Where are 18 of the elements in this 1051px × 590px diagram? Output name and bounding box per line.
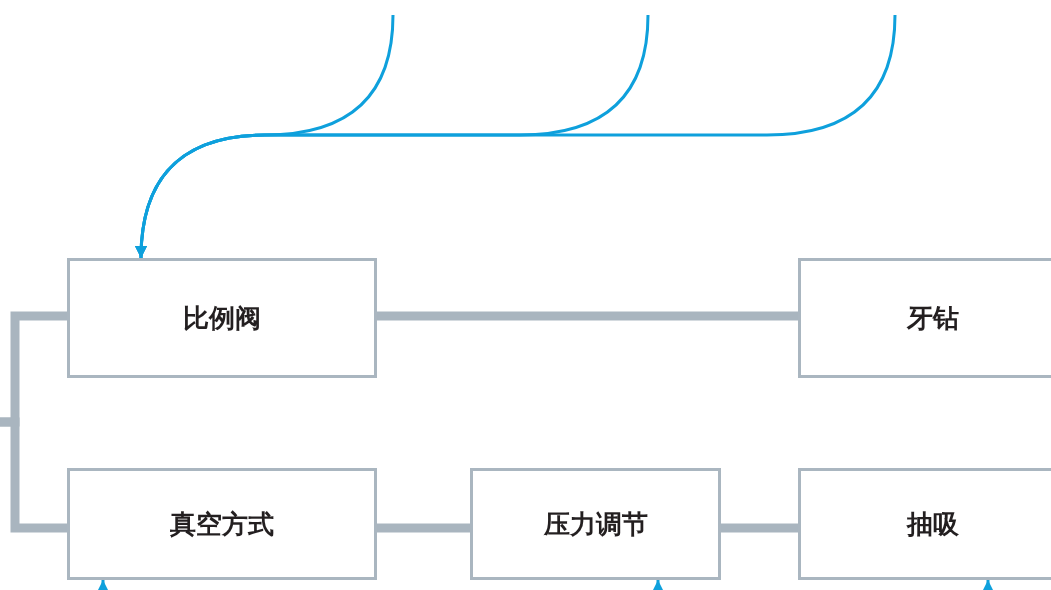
connector-line: [377, 523, 470, 533]
box-label: 抽吸: [907, 507, 959, 541]
arrow: [135, 14, 897, 259]
box-label: 比例阀: [183, 301, 261, 335]
process-box: [67, 258, 377, 378]
process-box: [798, 258, 1051, 378]
box-label: 真空方式: [170, 507, 274, 541]
connector-line: [0, 417, 67, 533]
process-box: [470, 468, 721, 580]
connector-line: [721, 523, 798, 533]
arrow: [652, 580, 664, 590]
box-label: 压力调节: [543, 507, 648, 541]
connector-line: [377, 311, 798, 321]
arrow: [97, 580, 109, 590]
process-box: [67, 468, 377, 580]
box-label: 牙钻: [907, 301, 959, 335]
arrow: [982, 580, 994, 590]
process-box: [798, 468, 1051, 580]
